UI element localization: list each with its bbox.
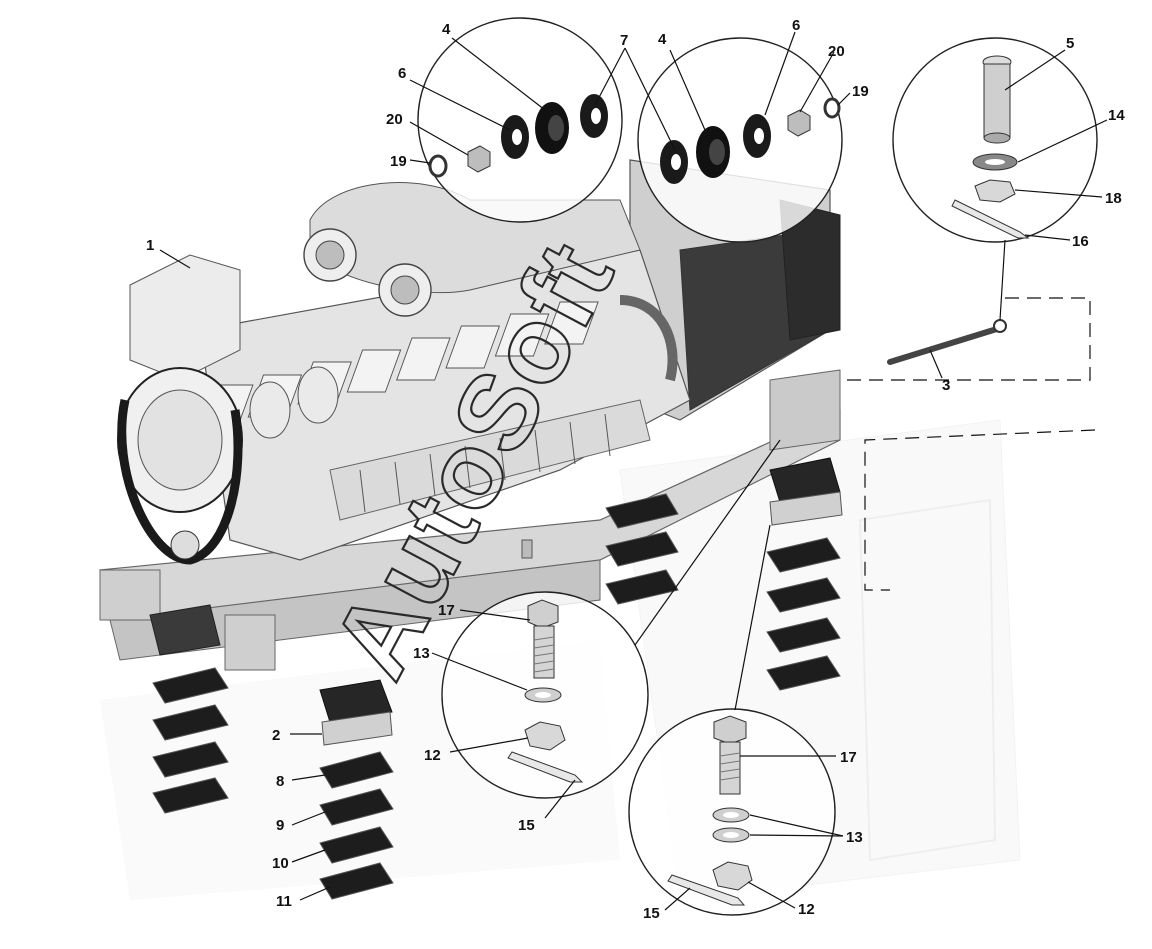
- callout-19-right: 19: [852, 83, 869, 100]
- anti-vibration-mount-right: [769, 457, 843, 526]
- callout-13-right: 13: [846, 829, 863, 846]
- washers-13-right: [712, 807, 750, 843]
- bolt-17-right: [713, 715, 747, 795]
- callout-labels: 1 2 3 4 4 5 6 6 7 8 9 10 11 12 12 13 13 …: [146, 17, 1125, 922]
- bushing-4-right: [696, 126, 730, 178]
- callout-15-right: 15: [643, 905, 660, 922]
- callout-9: 9: [276, 817, 284, 834]
- callout-3: 3: [942, 377, 950, 394]
- cotter-pin-16: [951, 199, 1030, 239]
- cotter-pin-15-right: [667, 874, 746, 906]
- cotter-pin-15-left: [507, 751, 584, 783]
- callout-10: 10: [272, 855, 289, 872]
- castle-nut-12-right: [712, 861, 753, 891]
- callout-20-right: 20: [828, 43, 845, 60]
- washer-19-right: [823, 97, 841, 119]
- detail-circle-pin-assembly: [892, 37, 1098, 243]
- callout-6-right: 6: [792, 17, 800, 34]
- callout-5: 5: [1066, 35, 1074, 52]
- callout-17-left: 17: [438, 602, 455, 619]
- callout-18: 18: [1105, 190, 1122, 207]
- callout-15-left: 15: [518, 817, 535, 834]
- detail-circle-bolt-left: [441, 591, 649, 799]
- bolt-17-left: [527, 599, 559, 679]
- callout-8: 8: [276, 773, 284, 790]
- callout-4-left: 4: [442, 21, 451, 38]
- callout-12-right: 12: [798, 901, 815, 918]
- callout-7: 7: [620, 32, 628, 49]
- callout-11: 11: [276, 893, 292, 910]
- washer-13-left: [524, 687, 562, 703]
- detail-connector-lines: [634, 239, 1096, 711]
- washer-19-left: [428, 154, 448, 178]
- washer-14: [972, 153, 1018, 171]
- washer-6-right: [743, 114, 771, 158]
- nut-20-right: [787, 109, 811, 137]
- washer-7-left: [580, 94, 608, 138]
- callout-1: 1: [146, 237, 154, 254]
- leader-lines: [159, 31, 1108, 911]
- castle-nut-12-left: [524, 721, 566, 751]
- callout-14: 14: [1108, 107, 1125, 124]
- detail-circle-bolt-right: [628, 708, 836, 916]
- nut-20-left: [467, 145, 491, 173]
- link-rod-3: [887, 319, 1007, 365]
- detail-circle-left-isolator: [417, 17, 623, 223]
- callout-2: 2: [272, 727, 280, 744]
- anti-vibration-mount-left: [319, 679, 393, 746]
- detail-circle-right-isolator: [637, 37, 843, 243]
- callout-16: 16: [1072, 233, 1089, 250]
- shim-pads: [152, 493, 841, 900]
- washer-7-right: [660, 140, 688, 184]
- callout-19-left: 19: [390, 153, 407, 170]
- callout-13-left: 13: [413, 645, 430, 662]
- callout-20-left: 20: [386, 111, 403, 128]
- pin-5: [982, 55, 1012, 144]
- callout-6-left: 6: [398, 65, 406, 82]
- castle-nut-18: [974, 179, 1016, 203]
- callout-4-right: 4: [658, 31, 667, 48]
- callout-12-left: 12: [424, 747, 441, 764]
- callout-17-right: 17: [840, 749, 857, 766]
- washer-6-left: [501, 115, 529, 159]
- bushing-4-left: [535, 102, 569, 154]
